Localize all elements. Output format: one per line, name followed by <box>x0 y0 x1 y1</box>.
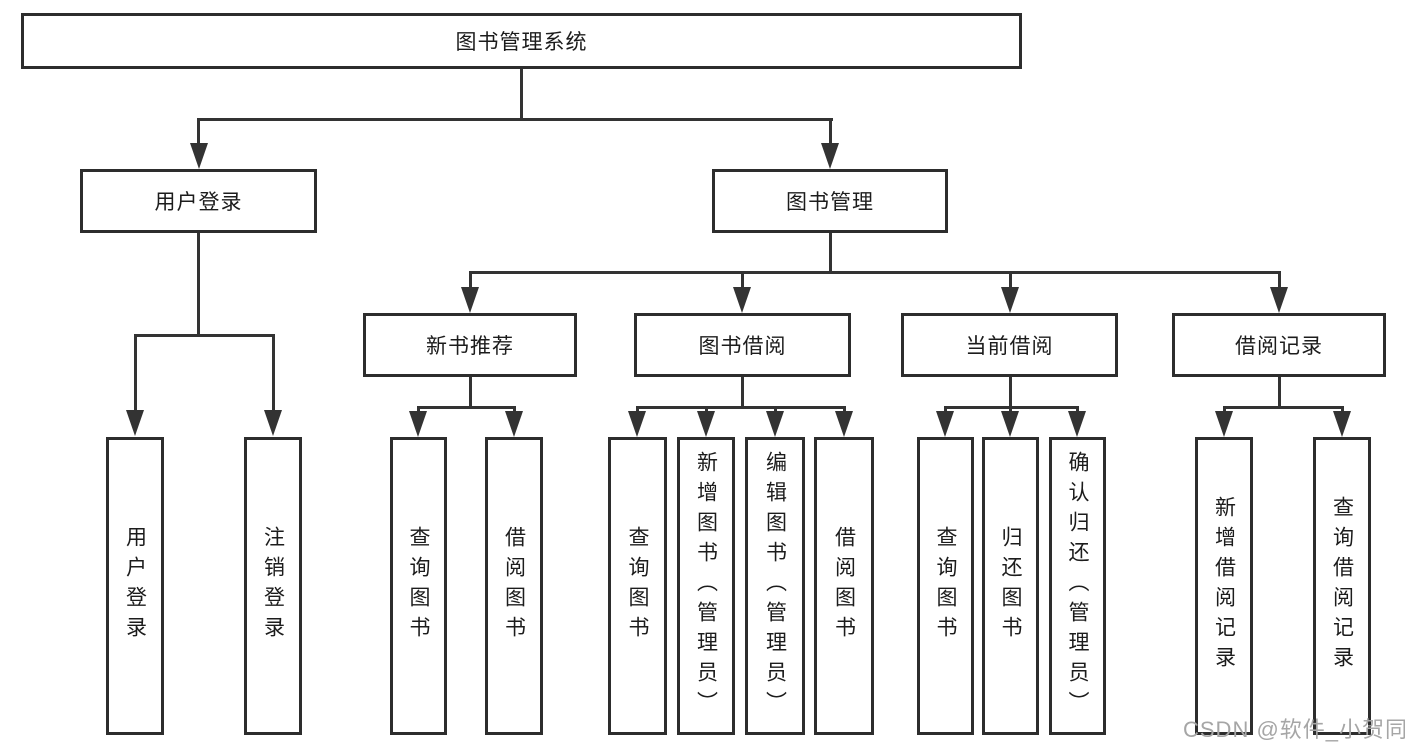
connector-line <box>741 377 744 406</box>
connector-line <box>1076 406 1079 414</box>
leaf-label: 编辑图书（管理员） <box>763 451 787 721</box>
leaf-label: 借阅图书 <box>502 526 526 646</box>
leaf-add-books-admin: 新增图书（管理员） <box>677 437 735 735</box>
connector-line <box>843 406 846 414</box>
connector-line <box>469 271 472 287</box>
connector-line <box>1278 377 1281 406</box>
leaf-label: 新增图书（管理员） <box>694 451 718 721</box>
leaf-borrow-books: 借阅图书 <box>814 437 874 735</box>
node-label: 借阅记录 <box>1235 335 1323 358</box>
leaf-query-books: 查询图书 <box>390 437 447 735</box>
connector-line <box>1341 406 1344 414</box>
connector-line <box>1223 406 1343 409</box>
connector-line <box>197 233 200 334</box>
leaf-query-borrow-record: 查询借阅记录 <box>1313 437 1371 735</box>
leaf-label: 确认归还（管理员） <box>1066 451 1089 721</box>
connector-line <box>134 334 275 337</box>
arrow-down-icon <box>409 411 427 437</box>
node-book-borrowing: 图书借阅 <box>634 313 851 377</box>
leaf-logout: 注销登录 <box>244 437 302 735</box>
node-label: 图书管理 <box>786 191 874 214</box>
node-book-management: 图书管理 <box>712 169 948 233</box>
node-new-book-recommendation: 新书推荐 <box>363 313 577 377</box>
node-borrowing-records: 借阅记录 <box>1172 313 1386 377</box>
arrow-down-icon <box>733 287 751 313</box>
connector-line <box>469 271 1281 274</box>
arrow-down-icon <box>505 411 523 437</box>
leaf-label: 新增借阅记录 <box>1212 496 1236 676</box>
connector-line <box>1009 271 1012 287</box>
leaf-add-borrow-record: 新增借阅记录 <box>1195 437 1253 735</box>
leaf-edit-books-admin: 编辑图书（管理员） <box>745 437 805 735</box>
connector-line <box>829 118 832 144</box>
connector-line <box>1009 377 1012 406</box>
connector-line <box>1278 271 1281 287</box>
connector-line <box>513 406 516 414</box>
leaf-user-login: 用户登录 <box>106 437 164 735</box>
arrow-down-icon <box>126 410 144 436</box>
arrow-down-icon <box>461 287 479 313</box>
node-label: 图书管理系统 <box>455 31 588 54</box>
connector-line <box>417 406 420 414</box>
leaf-label: 注销登录 <box>261 526 285 646</box>
connector-line <box>944 406 947 414</box>
leaf-label: 借阅图书 <box>832 526 856 646</box>
arrow-down-icon <box>1215 411 1233 437</box>
connector-line <box>829 233 832 271</box>
leaf-label: 查询借阅记录 <box>1330 496 1354 676</box>
node-label: 当前借阅 <box>965 335 1054 358</box>
connector-line <box>469 377 472 406</box>
connector-line <box>197 118 833 121</box>
arrow-down-icon <box>1068 411 1086 437</box>
node-user-login: 用户登录 <box>80 169 317 233</box>
leaf-return-books: 归还图书 <box>982 437 1039 735</box>
connector-line <box>197 118 200 144</box>
connector-line <box>774 406 777 414</box>
leaf-label: 查询图书 <box>626 526 649 646</box>
leaf-label: 查询图书 <box>934 526 957 646</box>
node-label: 用户登录 <box>154 191 243 214</box>
connector-line <box>272 334 275 411</box>
leaf-label: 归还图书 <box>999 526 1022 646</box>
arrow-down-icon <box>697 411 715 437</box>
connector-line <box>741 271 744 287</box>
arrow-down-icon <box>190 143 208 169</box>
node-label: 新书推荐 <box>426 335 514 358</box>
leaf-label: 用户登录 <box>123 526 147 646</box>
node-library-management-system: 图书管理系统 <box>21 13 1022 69</box>
connector-line <box>705 406 708 414</box>
leaf-query-books: 查询图书 <box>608 437 667 735</box>
connector-line <box>520 69 523 118</box>
connector-line <box>1009 406 1012 414</box>
leaf-query-books: 查询图书 <box>917 437 974 735</box>
leaf-confirm-return-admin: 确认归还（管理员） <box>1049 437 1106 735</box>
connector-line <box>134 334 137 411</box>
connector-line <box>417 406 516 409</box>
arrow-down-icon <box>936 411 954 437</box>
arrow-down-icon <box>264 410 282 436</box>
node-current-borrowing: 当前借阅 <box>901 313 1118 377</box>
arrow-down-icon <box>628 411 646 437</box>
node-label: 图书借阅 <box>698 335 787 358</box>
arrow-down-icon <box>1333 411 1351 437</box>
arrow-down-icon <box>1001 287 1019 313</box>
csdn-watermark: CSDN @软件_小贺同学 <box>1183 717 1405 742</box>
leaf-borrow-books: 借阅图书 <box>485 437 543 735</box>
arrow-down-icon <box>835 411 853 437</box>
arrow-down-icon <box>1001 411 1019 437</box>
connector-line <box>636 406 639 414</box>
leaf-label: 查询图书 <box>407 526 430 646</box>
connector-line <box>636 406 845 409</box>
arrow-down-icon <box>821 143 839 169</box>
arrow-down-icon <box>766 411 784 437</box>
arrow-down-icon <box>1270 287 1288 313</box>
connector-line <box>1223 406 1226 414</box>
